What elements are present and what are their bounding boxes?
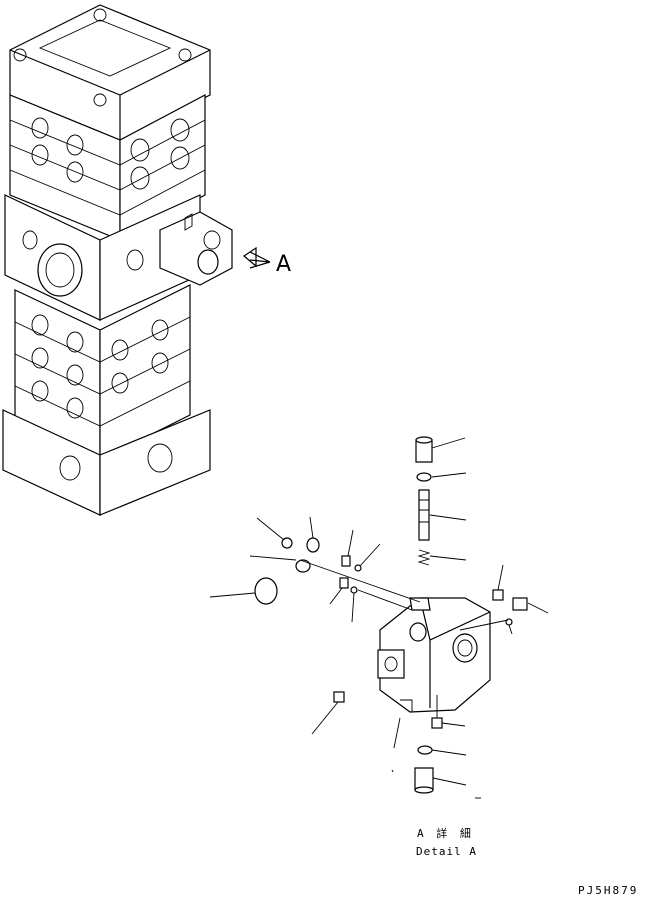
- view-label: A: [276, 252, 292, 277]
- detail-title-en: Detail A: [416, 845, 477, 858]
- detail-a-exploded-view: [209, 436, 549, 799]
- drawing-code: PJ5H879: [578, 884, 639, 897]
- detail-title-jp: A 詳 細: [417, 827, 474, 840]
- view-arrow: [242, 246, 271, 269]
- control-valve-assembly: [2, 4, 233, 516]
